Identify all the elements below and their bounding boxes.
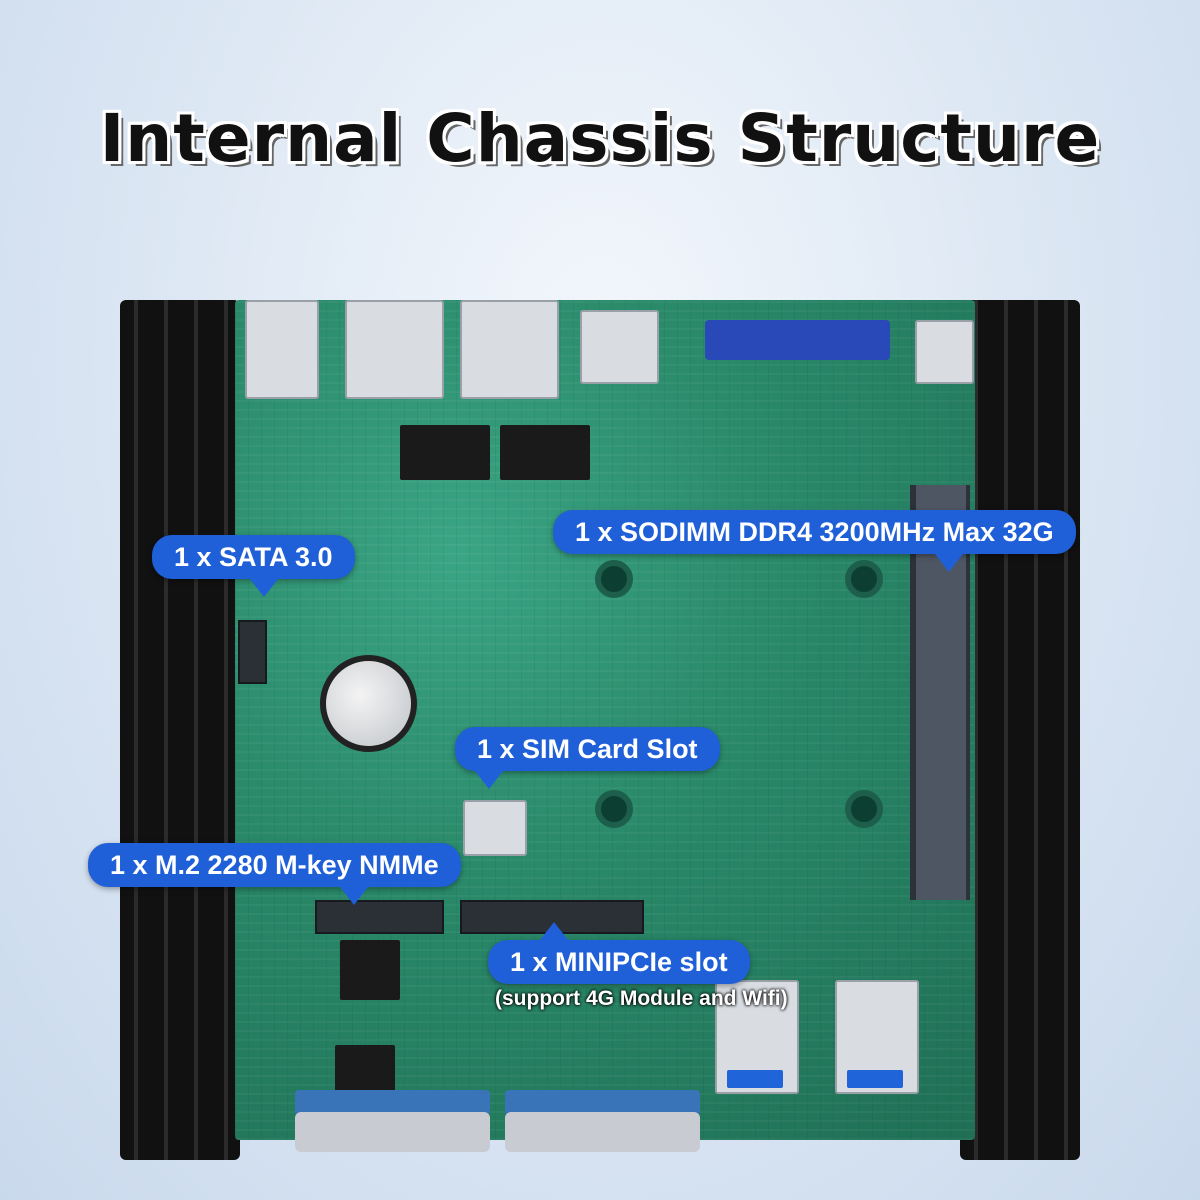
lan-port-1 xyxy=(345,300,444,399)
hdmi-port xyxy=(580,310,659,384)
heatsink-right xyxy=(960,300,1080,1160)
sim-label-arrow xyxy=(475,771,503,789)
usb-port-top xyxy=(245,300,319,399)
usb3-port-1-tongue xyxy=(727,1070,783,1088)
motherboard xyxy=(235,300,975,1152)
m2-label-arrow xyxy=(340,887,368,905)
sata-label-arrow xyxy=(250,579,278,597)
page-title: Internal Chassis Structure xyxy=(99,100,1101,177)
serial-port-2 xyxy=(505,1112,700,1152)
minipcie-label-arrow xyxy=(540,922,568,940)
cmos-battery xyxy=(320,655,417,752)
mounting-hole xyxy=(595,560,633,598)
serial-port-1 xyxy=(295,1112,490,1152)
mounting-hole xyxy=(845,560,883,598)
lan-controller-1 xyxy=(400,425,490,480)
mini-pc-chassis xyxy=(120,285,1080,1165)
sata-port xyxy=(238,620,267,684)
vga-port xyxy=(705,320,890,360)
m2-label: 1 x M.2 2280 M-key NMMe xyxy=(88,843,461,887)
lan-port-2 xyxy=(460,300,559,399)
heatsink-left xyxy=(120,300,240,1160)
mounting-hole xyxy=(845,790,883,828)
sodimm-label: 1 x SODIMM DDR4 3200MHz Max 32G xyxy=(553,510,1076,554)
sim-label: 1 x SIM Card Slot xyxy=(455,727,720,771)
super-io-chip xyxy=(340,940,400,1000)
usb3-port-2-tongue xyxy=(847,1070,903,1088)
m2-slot xyxy=(315,900,444,934)
serial-port-2-board xyxy=(505,1090,700,1115)
minipcie-slot xyxy=(460,900,644,934)
lan-controller-2 xyxy=(500,425,590,480)
sata-label: 1 x SATA 3.0 xyxy=(152,535,355,579)
sodimm-label-arrow xyxy=(935,554,963,572)
sim-card-slot xyxy=(463,800,527,856)
mounting-hole xyxy=(595,790,633,828)
minipcie-note: (support 4G Module and Wifi) xyxy=(495,987,788,1010)
power-jack xyxy=(915,320,974,384)
serial-port-1-board xyxy=(295,1090,490,1115)
minipcie-label: 1 x MINIPCIe slot xyxy=(488,940,750,984)
